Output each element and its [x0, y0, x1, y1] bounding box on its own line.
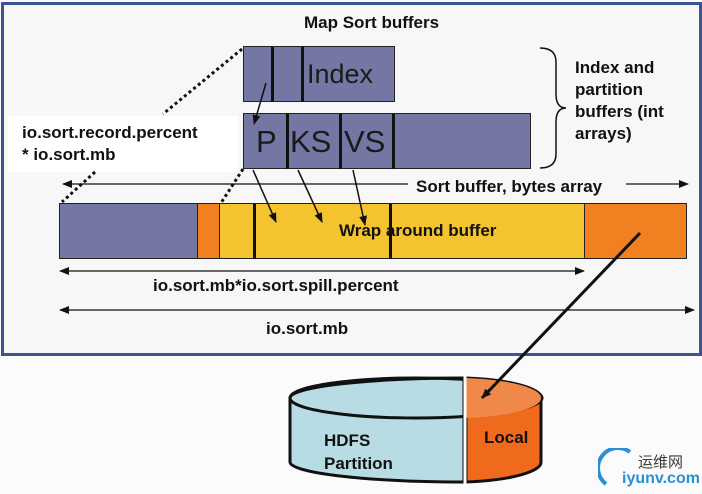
wrap-divider: [389, 204, 392, 259]
mb-label: io.sort.mb: [266, 319, 349, 338]
brace-icon: [539, 47, 567, 169]
p-pointer-arrow: [252, 169, 277, 223]
ks-pointer-arrow: [297, 169, 323, 223]
kv-label-p: P: [256, 124, 277, 159]
disk-icon: [288, 376, 544, 486]
kv-label-ks: KS: [290, 124, 332, 159]
index-label: Index: [307, 59, 374, 89]
watermark-logo-icon: [598, 448, 632, 486]
kv-divider: [339, 114, 342, 169]
disk-hdfs-line: Partition: [324, 454, 393, 473]
index-divider: [301, 47, 304, 102]
brace-label: Index and partition buffers (int arrays): [575, 57, 664, 145]
disk-local-label: Local: [484, 428, 529, 447]
brace-label-line: arrays): [575, 124, 632, 143]
sort-buffer-label: Sort buffer, bytes array: [412, 177, 607, 197]
watermark-en: iyunv.com: [622, 470, 700, 487]
kv-buffer: P KS VS: [243, 113, 531, 169]
spill-label: io.sort.mb*io.sort.spill.percent: [153, 276, 399, 295]
dotted-line-right: [219, 168, 245, 204]
watermark-cn: 运维网: [638, 454, 684, 471]
brace-label-line: partition: [575, 80, 643, 99]
kv-divider: [286, 114, 289, 169]
record-percent-line: io.sort.record.percent: [22, 123, 198, 142]
record-percent-line: * io.sort.mb: [22, 145, 116, 164]
diagram-title: Map Sort buffers: [304, 13, 440, 32]
kv-divider: [392, 114, 395, 169]
index-divider: [271, 47, 274, 102]
disk-hdfs-label: HDFS Partition: [324, 429, 393, 475]
buffer-segment-wrap: Wrap around buffer: [219, 203, 586, 259]
brace-label-line: buffers (int: [575, 102, 664, 121]
kv-label-vs: VS: [344, 124, 386, 159]
index-pointer-arrow: [252, 82, 267, 125]
vs-pointer-arrow: [352, 169, 367, 226]
buffer-segment-spill-end: [584, 203, 687, 259]
watermark: 运维网 iyunv.com: [598, 448, 702, 494]
dotted-line-left: [60, 170, 97, 204]
wrap-divider: [253, 204, 256, 259]
index-buffer: Index: [243, 46, 395, 102]
dotted-line-top: [162, 47, 243, 116]
disk-hdfs-line: HDFS: [324, 431, 371, 450]
wrap-label: Wrap around buffer: [339, 221, 497, 240]
brace-label-line: Index and: [575, 58, 655, 77]
record-percent-label: io.sort.record.percent * io.sort.mb: [8, 116, 238, 172]
spill-to-disk-arrow: [480, 231, 642, 400]
